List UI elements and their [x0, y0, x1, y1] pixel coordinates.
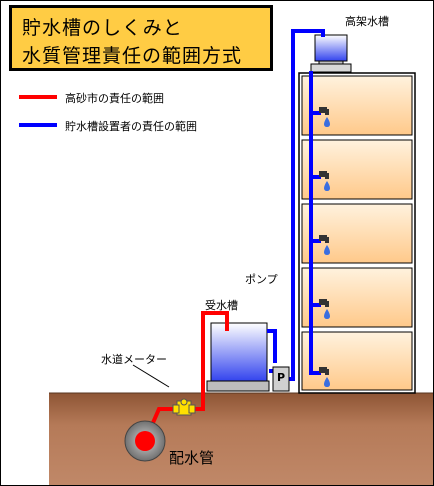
building: [298, 72, 416, 394]
floor: [301, 139, 413, 200]
elevated-tank-label: 高架水槽: [345, 15, 389, 28]
legend-city-label: 高砂市の責任の範囲: [65, 92, 164, 105]
floor: [301, 75, 413, 136]
title-line-2: 水質管理責任の範囲方式: [22, 45, 243, 67]
title-box: 貯水槽のしくみと 水質管理責任の範囲方式: [9, 5, 273, 71]
faucets: [319, 107, 330, 387]
pump: [272, 366, 290, 392]
elevated-tank: [310, 34, 352, 74]
legend-owner-label: 貯水槽設置者の責任の範囲: [65, 120, 197, 133]
receiving-tank: [206, 322, 270, 392]
floor: [301, 203, 413, 264]
pump-symbol: P: [277, 371, 286, 384]
floor: [301, 331, 413, 391]
water-main-label: 配水管: [169, 449, 215, 467]
receiving-tank-label: 受水槽: [205, 299, 238, 312]
title-line-1: 貯水槽のしくみと: [22, 17, 183, 39]
owner-pipes: [267, 29, 325, 381]
meter-leader: [132, 364, 170, 388]
ground: [49, 393, 433, 485]
pump-label: ポンプ: [245, 273, 278, 286]
water-main: [124, 420, 166, 462]
water-meter-label: 水道メーター: [101, 353, 167, 366]
floor: [301, 267, 413, 328]
water-meter: [172, 398, 196, 416]
